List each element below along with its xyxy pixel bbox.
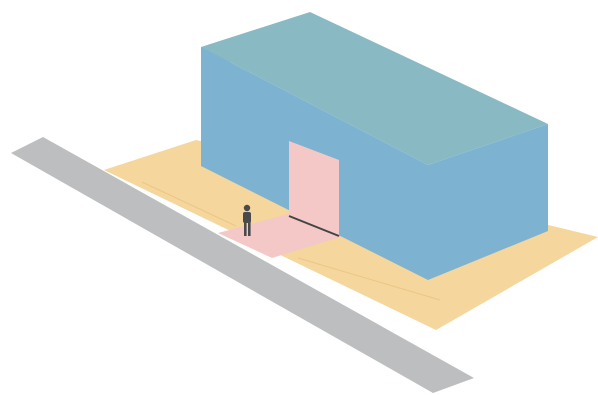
building-side-face [428,124,548,280]
building-roof [201,12,548,165]
person-icon [243,204,251,236]
doorway [289,141,339,236]
lot-line [141,181,237,227]
lot-line [297,257,441,301]
road [11,137,474,393]
door-shadow [288,215,340,237]
